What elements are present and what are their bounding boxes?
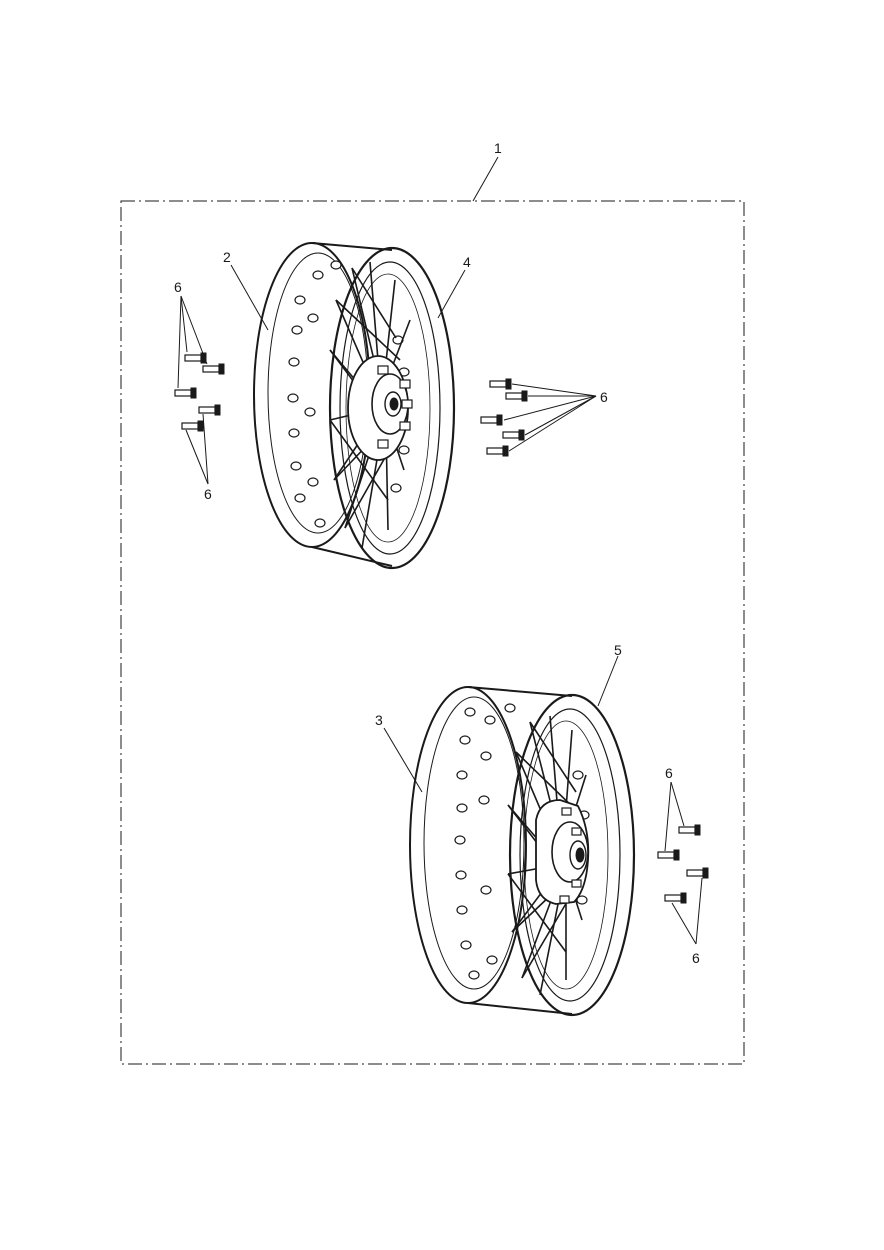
callout-rear-spokes: 5 xyxy=(614,642,622,658)
callout-rear-rim: 3 xyxy=(375,712,383,728)
callout-bolts-a: 6 xyxy=(174,279,182,295)
front-hub-bolts xyxy=(377,365,413,449)
callout-bolts-e: 6 xyxy=(692,950,700,966)
callout-bolts-c: 6 xyxy=(600,389,608,405)
leader-lines xyxy=(177,156,703,945)
bolt-group-a xyxy=(174,352,225,432)
callout-kit: 1 xyxy=(494,140,502,156)
callout-bolts-d: 6 xyxy=(665,765,673,781)
callout-front-spokes: 4 xyxy=(463,254,471,270)
rear-wheel xyxy=(409,686,636,1017)
front-wheel xyxy=(253,242,456,570)
rear-hub-bolts xyxy=(559,807,582,904)
rear-rim-holes xyxy=(454,703,590,980)
callout-front-rim: 2 xyxy=(223,249,231,265)
callout-bolts-b: 6 xyxy=(204,486,212,502)
front-rim-holes xyxy=(287,260,410,528)
